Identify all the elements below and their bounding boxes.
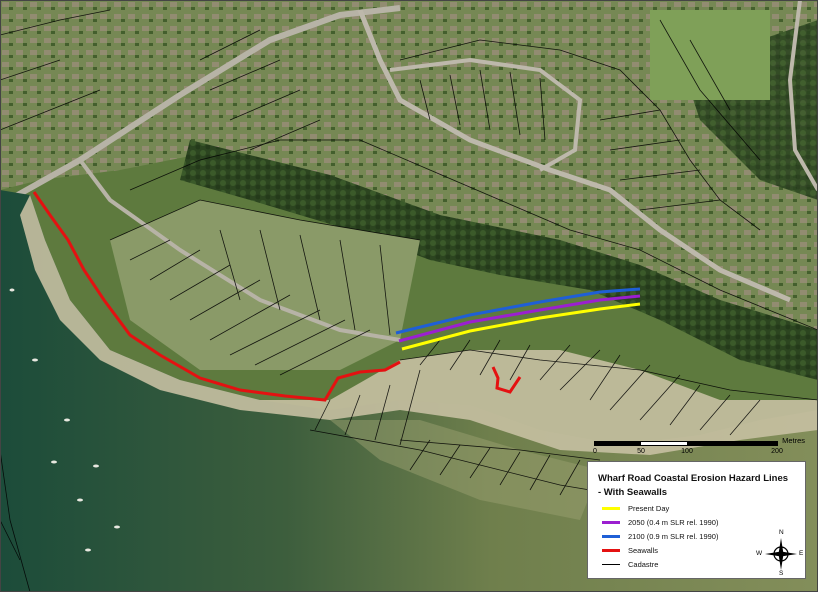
seawall-west[interactable] [32,191,401,402]
compass-e: E [799,550,804,557]
legend-label-cadastre: Cadastre [628,559,659,569]
main-road [0,5,401,208]
legend-subtitle: - With Seawalls [598,487,668,498]
legend-label-2050: 2050 (0.4 m SLR rel. 1990) [628,517,719,527]
legend-item-cadastre: Cadastre [602,558,658,570]
scale-seg-1 [595,442,641,445]
scale-tick-100: 100 [681,448,693,455]
legend-item-2050: 2050 (0.4 m SLR rel. 1990) [602,516,718,528]
hazard-line-present-day[interactable] [401,302,641,351]
scale-bar-track [594,441,778,446]
residential-road [357,9,791,303]
moored-boats [9,288,120,552]
sand-beach [20,195,818,455]
caravan-access-road [78,158,401,342]
legend-swatch-cadastre [602,563,620,565]
legend-swatch-2050 [602,520,620,524]
legend-label-seawalls: Seawalls [628,545,659,555]
scale-tick-200: 200 [771,448,783,455]
legend-title: Wharf Road Coastal Erosion Hazard Lines [598,473,789,484]
legend-item-present-day: Present Day [602,502,669,514]
scale-bar: Metres 0 50 100 200 [593,436,809,458]
forest-belt [180,140,818,380]
north-arrow-compass-icon: N S E W [756,529,805,578]
compass-rose [765,538,797,570]
legend-swatch-2100 [602,534,620,538]
scale-tick-50: 50 [637,448,645,455]
legend-label-2100: 2100 (0.9 m SLR rel. 1990) [628,531,719,541]
hazard-line-2100[interactable] [395,287,641,335]
seawall-east[interactable] [491,366,522,394]
cadastre-lines [0,9,818,592]
compass-n: N [779,529,784,536]
map-legend: Wharf Road Coastal Erosion Hazard Lines … [587,461,806,579]
legend-item-seawalls: Seawalls [602,544,658,556]
caravan-park [110,200,420,370]
scale-seg-3 [687,442,777,445]
legend-swatch-seawalls [602,548,620,552]
compass-s: S [779,570,784,577]
eastern-road [787,0,818,191]
scale-unit: Metres [782,436,805,445]
compass-w: W [756,550,763,557]
sports-field [650,10,770,100]
scale-tick-0: 0 [593,448,597,455]
hazard-line-2050[interactable] [398,294,641,343]
legend-label-present-day: Present Day [628,503,670,513]
legend-item-2100: 2100 (0.9 m SLR rel. 1990) [602,530,718,542]
legend-swatch-present-day [602,506,620,510]
residential-loop-road [389,57,583,172]
shallow-sand-flat [330,420,600,520]
